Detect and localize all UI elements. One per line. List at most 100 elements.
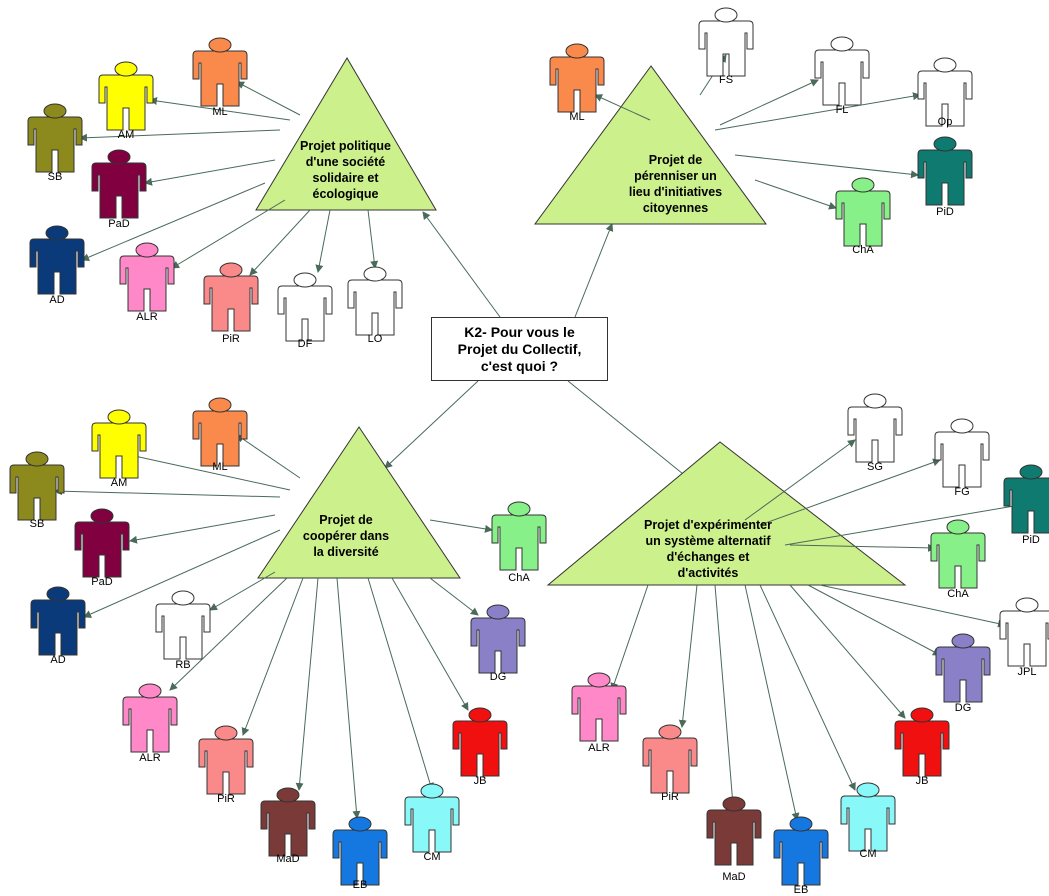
person-label-df: DF — [297, 338, 313, 350]
person-label-ad: AD — [49, 294, 65, 306]
connector-center-cooperer — [384, 380, 479, 469]
connector-to-pid — [734, 154, 919, 179]
connector-to-ml — [236, 81, 301, 116]
person-icon — [260, 787, 316, 857]
person-label-sg: SG — [867, 461, 883, 473]
connector-to-jb — [391, 577, 469, 711]
person-icon — [122, 683, 178, 753]
person-icon — [549, 43, 605, 113]
person-icon — [470, 604, 526, 674]
connector-to-fg — [759, 458, 941, 526]
connector-to-ml — [594, 94, 651, 121]
person-label-ml: ML — [569, 111, 585, 123]
person-icon — [930, 519, 986, 589]
triangle-perenniser — [534, 65, 767, 225]
connector-to-cha — [789, 543, 936, 552]
connector-to-ml — [236, 434, 301, 479]
connector-to-pad — [129, 514, 276, 544]
connector-to-cm — [367, 577, 434, 791]
person-icon — [935, 633, 991, 703]
person-label-am: AM — [110, 477, 128, 489]
person-icon — [30, 586, 86, 656]
person-icon — [894, 707, 950, 777]
person-label-am: AM — [117, 129, 135, 141]
person-label-jb: JB — [915, 775, 929, 787]
connector-to-ad — [81, 182, 266, 261]
person-icon — [203, 262, 259, 332]
person-icon — [91, 149, 147, 219]
central-question-box: K2- Pour vous le Projet du Collectif, c'… — [431, 317, 608, 381]
person-label-alr: ALR — [136, 311, 158, 323]
connector-to-pir — [678, 584, 698, 728]
person-label-cm: CM — [423, 851, 441, 863]
connector-to-pir — [241, 577, 304, 736]
person-label-cha: ChA — [947, 588, 969, 600]
person-icon — [698, 7, 754, 77]
person-icon — [198, 725, 254, 795]
person-label-fl: FL — [835, 104, 849, 116]
connector-to-mad — [714, 584, 737, 806]
project-label-perenniser: Projet de pérenniser un lieu d'initiativ… — [628, 153, 723, 215]
person-icon — [29, 225, 85, 295]
person-label-dg: DG — [489, 671, 507, 683]
project-label-politique: Projet politique d'une société solidaire… — [300, 139, 391, 201]
connector-to-rb — [209, 571, 276, 611]
person-label-pad: PaD — [108, 218, 130, 230]
triangle-cooperer — [257, 426, 461, 579]
person-icon — [847, 393, 903, 463]
connector-to-op — [714, 92, 921, 131]
person-icon — [9, 451, 65, 521]
person-icon — [706, 796, 762, 866]
connector-to-lo — [367, 209, 379, 269]
triangle-experimenter — [546, 441, 907, 586]
person-icon — [332, 816, 388, 886]
person-icon — [773, 816, 829, 886]
triangle-politique — [255, 57, 437, 211]
connector-to-cha — [754, 179, 837, 210]
person-icon — [119, 242, 175, 312]
person-icon — [98, 61, 154, 131]
person-label-op: Op — [937, 116, 953, 128]
connector-to-dg — [807, 584, 941, 656]
person-label-ad: AD — [50, 654, 66, 666]
connector-to-sb — [54, 487, 281, 498]
person-icon — [1003, 464, 1049, 534]
person-label-pid: PiD — [1022, 534, 1040, 546]
connector-to-jb — [789, 584, 906, 719]
person-label-jpl: JPL — [1017, 666, 1037, 678]
connector-to-pid — [784, 502, 1021, 546]
person-icon — [571, 672, 627, 742]
person-icon — [452, 707, 508, 777]
person-label-cha: ChA — [852, 244, 874, 256]
person-icon — [934, 418, 990, 488]
person-icon — [91, 409, 147, 479]
connector-to-sg — [744, 439, 856, 521]
person-label-cha: ChA — [508, 572, 530, 584]
person-label-sb: SB — [47, 171, 63, 183]
person-icon — [192, 37, 248, 107]
person-icon — [74, 508, 130, 578]
person-label-eb: EB — [793, 884, 809, 896]
connector-to-cm — [759, 584, 856, 791]
person-label-pad: PaD — [91, 576, 113, 588]
person-label-fg: FG — [954, 486, 970, 498]
person-label-mad: MaD — [722, 871, 746, 883]
person-label-pir: PiR — [222, 333, 240, 345]
connector-to-sb — [79, 129, 281, 142]
connector-to-df — [315, 209, 331, 273]
connector-center-perenniser — [574, 223, 614, 318]
connector-center-politique — [422, 211, 501, 318]
person-icon — [27, 103, 83, 173]
connector-to-am — [149, 97, 291, 121]
person-icon — [155, 590, 211, 660]
person-label-dg: DG — [954, 702, 972, 714]
connector-to-pad — [144, 159, 276, 186]
connector-to-mad — [295, 577, 319, 791]
project-label-cooperer: Projet de coopérer dans la diversité — [302, 513, 390, 559]
person-label-pir: PiR — [661, 791, 679, 803]
person-label-lo: LO — [367, 333, 383, 345]
person-icon — [347, 266, 403, 336]
person-label-fs: FS — [718, 74, 734, 86]
person-label-rb: RB — [175, 659, 191, 671]
